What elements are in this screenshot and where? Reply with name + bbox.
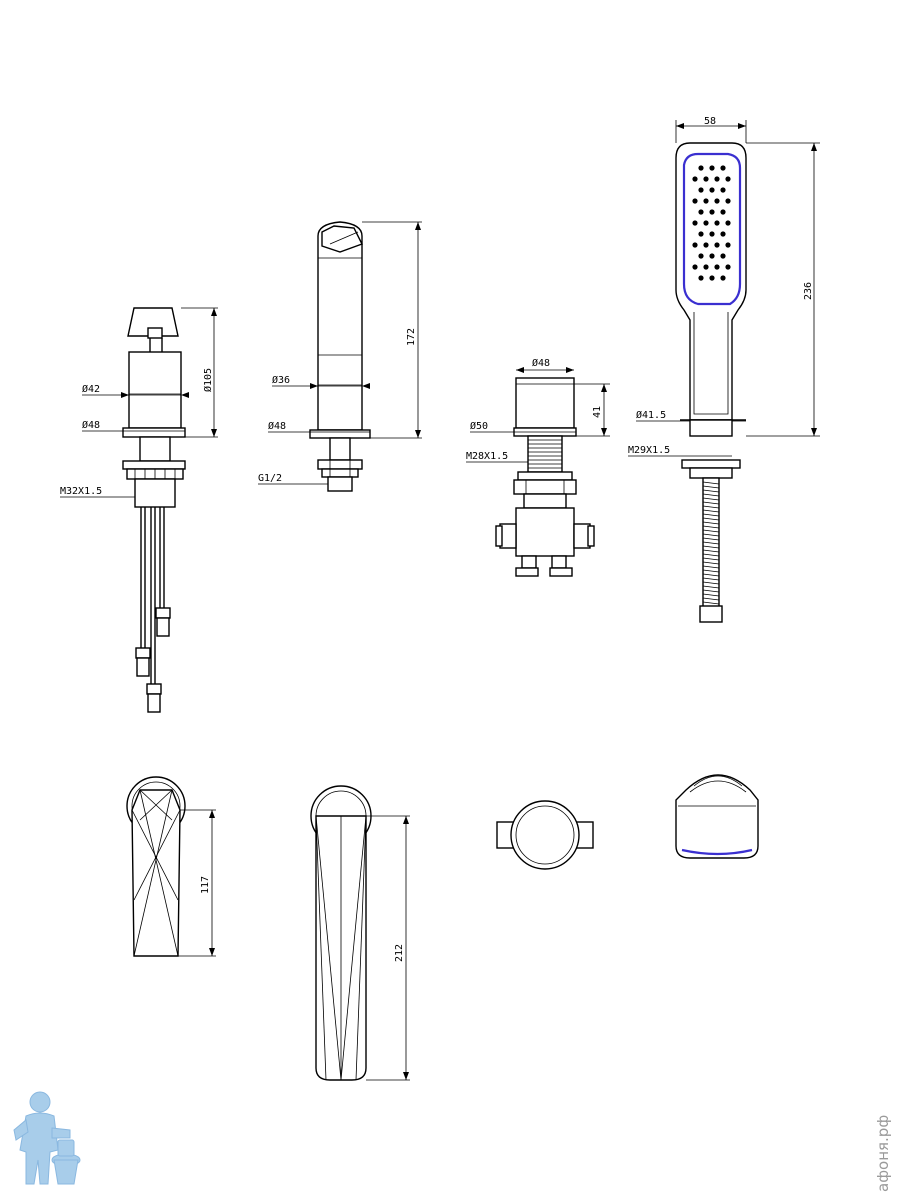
mixer-dim-m32: M32X1.5 [60,486,102,497]
hose-ridge [702,509,720,513]
hose-ridge [702,593,720,597]
spray-nozzle [709,187,715,193]
spray-nozzle [698,231,704,237]
spray-nozzle [714,264,720,270]
hose-ridge [702,505,720,509]
shower-dim-m29: M29X1.5 [628,445,670,456]
hose-ridge [702,589,720,593]
spray-nozzle [725,220,731,226]
spray-nozzle [714,220,720,226]
hose-ridge [702,525,720,529]
hose-ridge [702,521,720,525]
hose-ridge [702,565,720,569]
hose-ridge [702,577,720,581]
spray-nozzle [698,275,704,281]
diverter-dim-d50: Ø50 [470,420,488,432]
spray-nozzle [703,264,709,270]
spray-nozzle [720,253,726,259]
hose-ridge [702,553,720,557]
hose-ridge [702,537,720,541]
hose-ridge [702,485,720,489]
spray-nozzle [720,275,726,281]
mixer-dim-d42: Ø42 [82,383,100,395]
spray-nozzle [720,231,726,237]
spray-nozzle [692,242,698,248]
spray-nozzle [725,242,731,248]
spout-top-view [310,785,410,1081]
spout-side-view [258,221,422,492]
spray-nozzle [720,209,726,215]
spray-nozzle [703,220,709,226]
spray-nozzle [725,198,731,204]
spray-nozzle [725,176,731,182]
hose-ridge [702,481,720,485]
spray-nozzle [692,220,698,226]
diverter-dim-m28: M28X1.5 [466,451,508,462]
spray-nozzle [714,242,720,248]
hose-ridge [702,493,720,497]
hose-ridge [702,529,720,533]
spray-nozzle [703,242,709,248]
hose-ridge [702,489,720,493]
spray-nozzle [714,198,720,204]
spray-nozzle [698,253,704,259]
mixer-dim-d105: Ø105 [202,368,214,392]
spout-dim-172: 172 [406,328,417,346]
hose-ridge [702,513,720,517]
spray-nozzle [709,165,715,171]
spray-nozzle [692,198,698,204]
hose-ridge [702,597,720,601]
spray-nozzle [720,165,726,171]
hose-ridge [702,569,720,573]
hose-ridge [702,561,720,565]
hand-shower-side-view [628,120,820,623]
spray-nozzle [709,253,715,259]
hose-ridge [702,549,720,553]
shower-top-view [675,774,759,859]
mixer-handle-side-view [60,307,218,713]
spout-dim-g12: G1/2 [258,473,282,484]
plumber-logo [13,1091,81,1185]
hose-ridge [702,601,720,605]
hose-ridge [702,541,720,545]
spray-nozzle [698,187,704,193]
spray-nozzle [709,209,715,215]
watermark-text: афоня.рф [874,1115,892,1192]
mixer-dim-d48: Ø48 [82,419,100,431]
hose-ridge [702,533,720,537]
diverter-dim-41: 41 [592,406,603,418]
hose-ridge [702,497,720,501]
hose-ridge [702,557,720,561]
handle-top-dim-117: 117 [200,876,211,894]
hose-ridge [702,573,720,577]
spout-dim-d48: Ø48 [268,420,286,432]
spray-nozzle [703,198,709,204]
diverter-dim-d48: Ø48 [532,357,550,369]
spray-nozzle [692,264,698,270]
shower-dim-d41-5: Ø41.5 [636,409,666,421]
handle-top-view [126,776,216,957]
spray-nozzle [714,176,720,182]
spray-nozzle [703,176,709,182]
hose-ridge [702,501,720,505]
spray-nozzle [709,275,715,281]
diverter-side-view [466,367,610,577]
hose-ridge [702,517,720,521]
shower-dim-58: 58 [704,116,716,127]
diverter-top-view [496,800,594,870]
spray-nozzle [698,209,704,215]
spray-nozzle [698,165,704,171]
spray-nozzle [725,264,731,270]
spray-nozzle [709,231,715,237]
spout-top-dim-212: 212 [394,944,405,962]
spout-dim-d36: Ø36 [272,374,290,386]
hose-ridge [702,545,720,549]
hose-ridge [702,585,720,589]
spray-nozzle [720,187,726,193]
shower-dim-236: 236 [803,282,814,300]
hose-ridge [702,581,720,585]
spray-nozzle [692,176,698,182]
